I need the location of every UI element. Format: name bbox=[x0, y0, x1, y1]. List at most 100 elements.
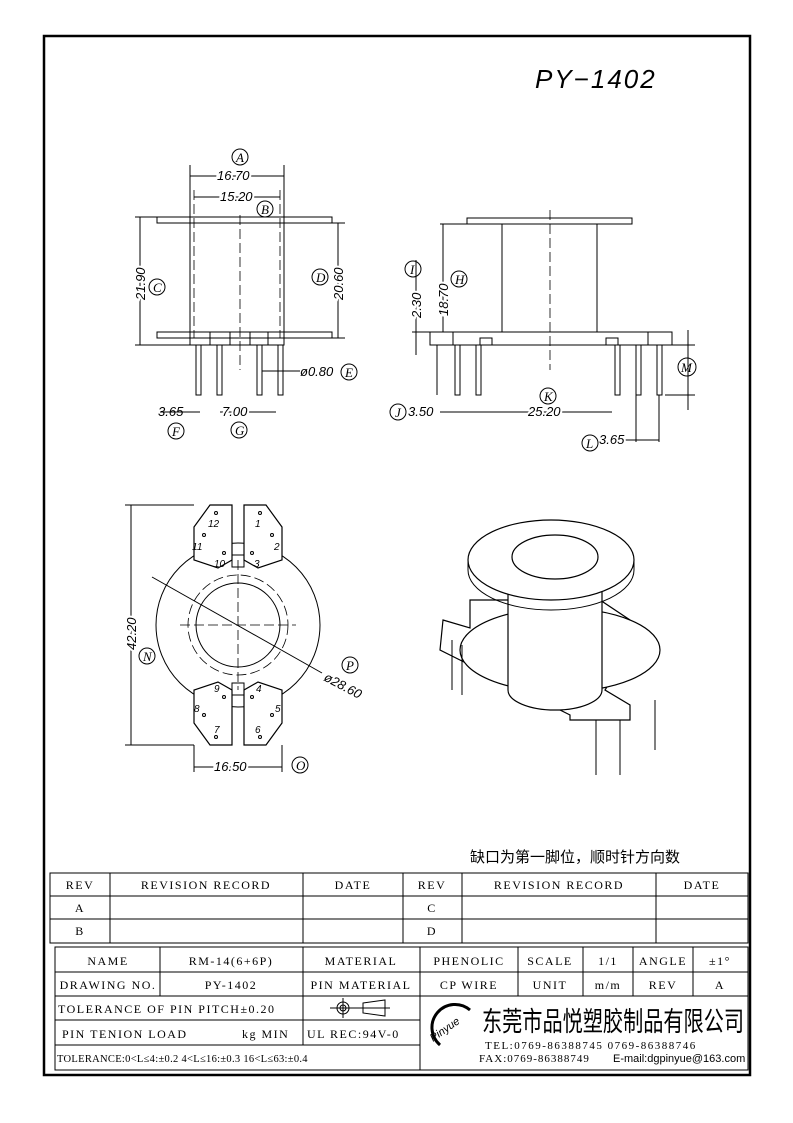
label-c: C bbox=[148, 278, 166, 296]
dim-l-value: 3.65 bbox=[599, 432, 625, 447]
bottom-view: 1 2 3 4 5 6 7 8 9 10 11 12 42.20 16.50 ø… bbox=[122, 504, 365, 776]
drawing-title: PY−1402 bbox=[535, 64, 657, 94]
angle-value: ±1° bbox=[709, 954, 731, 968]
dim-k-value: 25.20 bbox=[527, 404, 561, 419]
revision-record-header-1: REVISION RECORD bbox=[141, 878, 271, 892]
svg-text:A: A bbox=[235, 150, 244, 165]
svg-text:H: H bbox=[454, 272, 465, 287]
svg-text:K: K bbox=[543, 389, 554, 404]
label-o: O bbox=[291, 756, 309, 774]
dim-j-value: 3.50 bbox=[408, 404, 434, 419]
ul-rating: UL REC:94V-0 bbox=[307, 1027, 400, 1041]
label-j: J bbox=[389, 403, 407, 421]
revision-record-header-2: REVISION RECORD bbox=[494, 878, 624, 892]
drawing-no-value: PY-1402 bbox=[205, 978, 258, 992]
label-g: G bbox=[230, 421, 248, 439]
unit-label: UNIT bbox=[533, 978, 568, 992]
name-label: NAME bbox=[87, 954, 128, 968]
pin-label-11: 11 bbox=[192, 542, 202, 553]
title-block: NAME RM-14(6+6P) MATERIAL PHENOLIC SCALE… bbox=[54, 946, 749, 1071]
front-view: 16.70 15.20 21.90 20.60 ø0.80 3.65 7.00 bbox=[131, 165, 348, 421]
label-l: L bbox=[581, 434, 599, 452]
angle-label: ANGLE bbox=[639, 954, 687, 968]
label-m: M bbox=[677, 357, 697, 377]
dim-h-value: 18.70 bbox=[436, 283, 451, 316]
svg-text:J: J bbox=[395, 405, 402, 420]
material-label: MATERIAL bbox=[325, 954, 398, 968]
sheet-border bbox=[42, 34, 752, 1077]
rev-label: REV bbox=[649, 978, 678, 992]
pin-label-8: 8 bbox=[194, 704, 200, 715]
dim-i-value: 2.30 bbox=[409, 292, 424, 319]
date-header-2: DATE bbox=[684, 878, 721, 892]
side-view: 18.70 2.30 3.50 25.20 3.65 bbox=[406, 210, 695, 449]
svg-text:M: M bbox=[680, 360, 693, 375]
rev-a: A bbox=[75, 901, 85, 915]
dim-p-value: ø28.60 bbox=[322, 669, 365, 702]
svg-text:O: O bbox=[296, 758, 306, 773]
rev-header-2: REV bbox=[418, 878, 447, 892]
pin-label-1: 1 bbox=[255, 519, 261, 530]
unit-value: m/m bbox=[595, 978, 622, 992]
pin-material-label: PIN MATERIAL bbox=[311, 978, 412, 992]
svg-text:C: C bbox=[153, 280, 162, 295]
svg-text:F: F bbox=[171, 424, 181, 439]
svg-text:E: E bbox=[344, 365, 353, 380]
label-p: P bbox=[341, 656, 359, 674]
rev-value: A bbox=[715, 978, 725, 992]
pin-label-10: 10 bbox=[214, 559, 226, 570]
dim-d-value: 20.60 bbox=[331, 267, 346, 301]
company-logo: Pinyue bbox=[428, 1002, 471, 1047]
pin-pitch-tolerance: TOLERANCE OF PIN PITCH±0.20 bbox=[58, 1002, 276, 1016]
dim-o-value: 16.50 bbox=[214, 759, 247, 774]
label-i: I bbox=[404, 260, 422, 278]
drawing-no-label: DRAWING NO. bbox=[60, 978, 157, 992]
svg-text:D: D bbox=[315, 270, 326, 285]
svg-text:I: I bbox=[409, 262, 415, 277]
dim-g-value: 7.00 bbox=[222, 404, 248, 419]
label-e: E bbox=[340, 363, 358, 381]
svg-text:B: B bbox=[261, 202, 269, 217]
label-f: F bbox=[167, 422, 185, 440]
label-d: D bbox=[311, 268, 329, 286]
pin-label-12: 12 bbox=[208, 519, 220, 530]
dim-f-value: 3.65 bbox=[158, 404, 184, 419]
pin-orientation-note: 缺口为第一脚位，顺时针方向数 bbox=[470, 848, 680, 866]
scale-label: SCALE bbox=[527, 954, 573, 968]
pin-label-2: 2 bbox=[273, 542, 280, 553]
rev-d: D bbox=[427, 924, 437, 938]
isometric-view bbox=[439, 519, 661, 775]
pin-material-value: CP WIRE bbox=[440, 978, 498, 992]
pin-tension-load-label: PIN TENION LOAD bbox=[62, 1027, 188, 1041]
company-name: 东莞市品悦塑胶制品有限公司 bbox=[482, 1007, 744, 1038]
revision-table: REV REVISION RECORD DATE REV REVISION RE… bbox=[49, 872, 749, 944]
pin-label-7: 7 bbox=[214, 725, 220, 736]
dim-e-value: ø0.80 bbox=[300, 364, 334, 379]
pin-label-6: 6 bbox=[255, 725, 261, 736]
svg-text:L: L bbox=[585, 436, 593, 451]
dim-c-value: 21.90 bbox=[133, 267, 148, 301]
company-email: E-mail:dgpinyue@163.com bbox=[613, 1053, 745, 1065]
rev-header-1: REV bbox=[66, 878, 95, 892]
pin-label-3: 3 bbox=[254, 559, 260, 570]
rev-c: C bbox=[427, 901, 437, 915]
svg-text:G: G bbox=[235, 423, 245, 438]
material-value: PHENOLIC bbox=[433, 954, 504, 968]
general-tolerance: TOLERANCE:0<L≤4:±0.2 4<L≤16:±0.3 16<L≤63… bbox=[57, 1054, 308, 1065]
svg-text:N: N bbox=[142, 649, 153, 664]
date-header-1: DATE bbox=[335, 878, 372, 892]
scale-value: 1/1 bbox=[598, 954, 618, 968]
pin-label-4: 4 bbox=[256, 684, 262, 695]
label-h: H bbox=[450, 270, 468, 288]
label-a: A bbox=[231, 148, 249, 166]
projection-symbol-icon bbox=[330, 998, 390, 1018]
pin-label-5: 5 bbox=[275, 704, 281, 715]
pin-tension-load-unit: kg MIN bbox=[242, 1027, 289, 1041]
dim-a-value: 16.70 bbox=[217, 168, 250, 183]
company-tel: TEL:0769-86388745 0769-86388746 bbox=[485, 1040, 697, 1052]
part-name: RM-14(6+6P) bbox=[189, 954, 274, 968]
rev-b: B bbox=[75, 924, 85, 938]
label-b: B bbox=[256, 200, 274, 218]
company-fax: FAX:0769-86388749 bbox=[479, 1053, 590, 1065]
